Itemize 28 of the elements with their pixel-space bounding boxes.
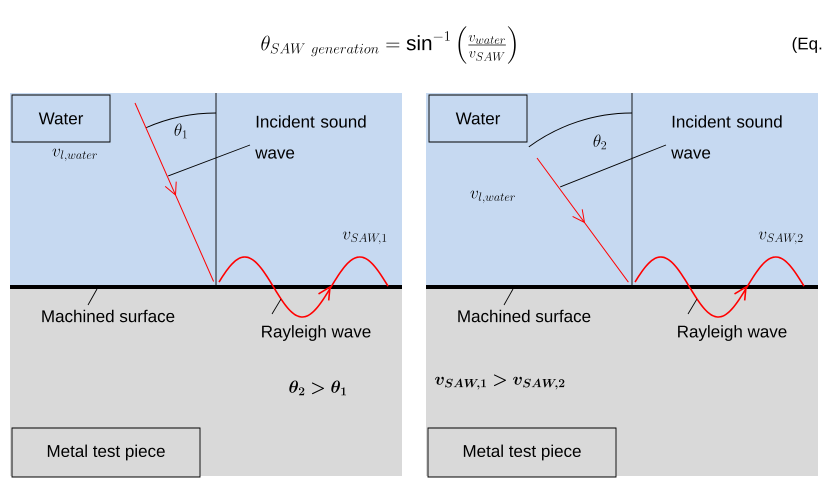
label-box: Metal test piece xyxy=(12,428,200,478)
leader-line xyxy=(88,288,98,306)
rayleigh-wave xyxy=(218,256,389,318)
math-label: $v_{SAW,2}$ xyxy=(758,232,803,244)
math-label: $\theta_1$ xyxy=(174,124,187,138)
callout-text: Incident sound wave xyxy=(671,115,782,159)
callout-text: Rayleigh wave xyxy=(262,325,370,341)
callout-text: Rayleigh wave xyxy=(678,325,786,341)
math-label: $\boldsymbol{\theta_2 > \theta_1}$ xyxy=(289,380,346,396)
label-box: Water xyxy=(12,94,110,142)
leader-line xyxy=(272,298,282,314)
math-label: $v_{SAW,1}$ xyxy=(342,232,386,244)
math-label: $\boldsymbol{v_{SAW,1} > v_{SAW,2}}$ xyxy=(435,374,564,390)
equation: $\theta_{SAW\ generation} = \sin^{-1}\left(\frac{v_{water}}{v_{SAW}}\right)$ xyxy=(261,26,516,64)
incident-ray xyxy=(134,102,214,282)
leader-line xyxy=(504,288,514,306)
equation-number: (Eq. xyxy=(792,37,822,53)
leader-line xyxy=(688,298,698,314)
callout-text: Incident sound wave xyxy=(255,115,366,159)
incident-ray xyxy=(536,158,629,283)
label-box: Water xyxy=(428,94,528,142)
rayleigh-wave xyxy=(634,256,805,318)
leader-line xyxy=(560,144,666,188)
leader-line xyxy=(168,144,250,176)
callout-text: Machined surface xyxy=(458,310,590,322)
label-box: Metal test piece xyxy=(428,428,616,478)
math-label: $v_{l,water}$ xyxy=(470,190,515,204)
callout-text: Machined surface xyxy=(42,310,174,322)
